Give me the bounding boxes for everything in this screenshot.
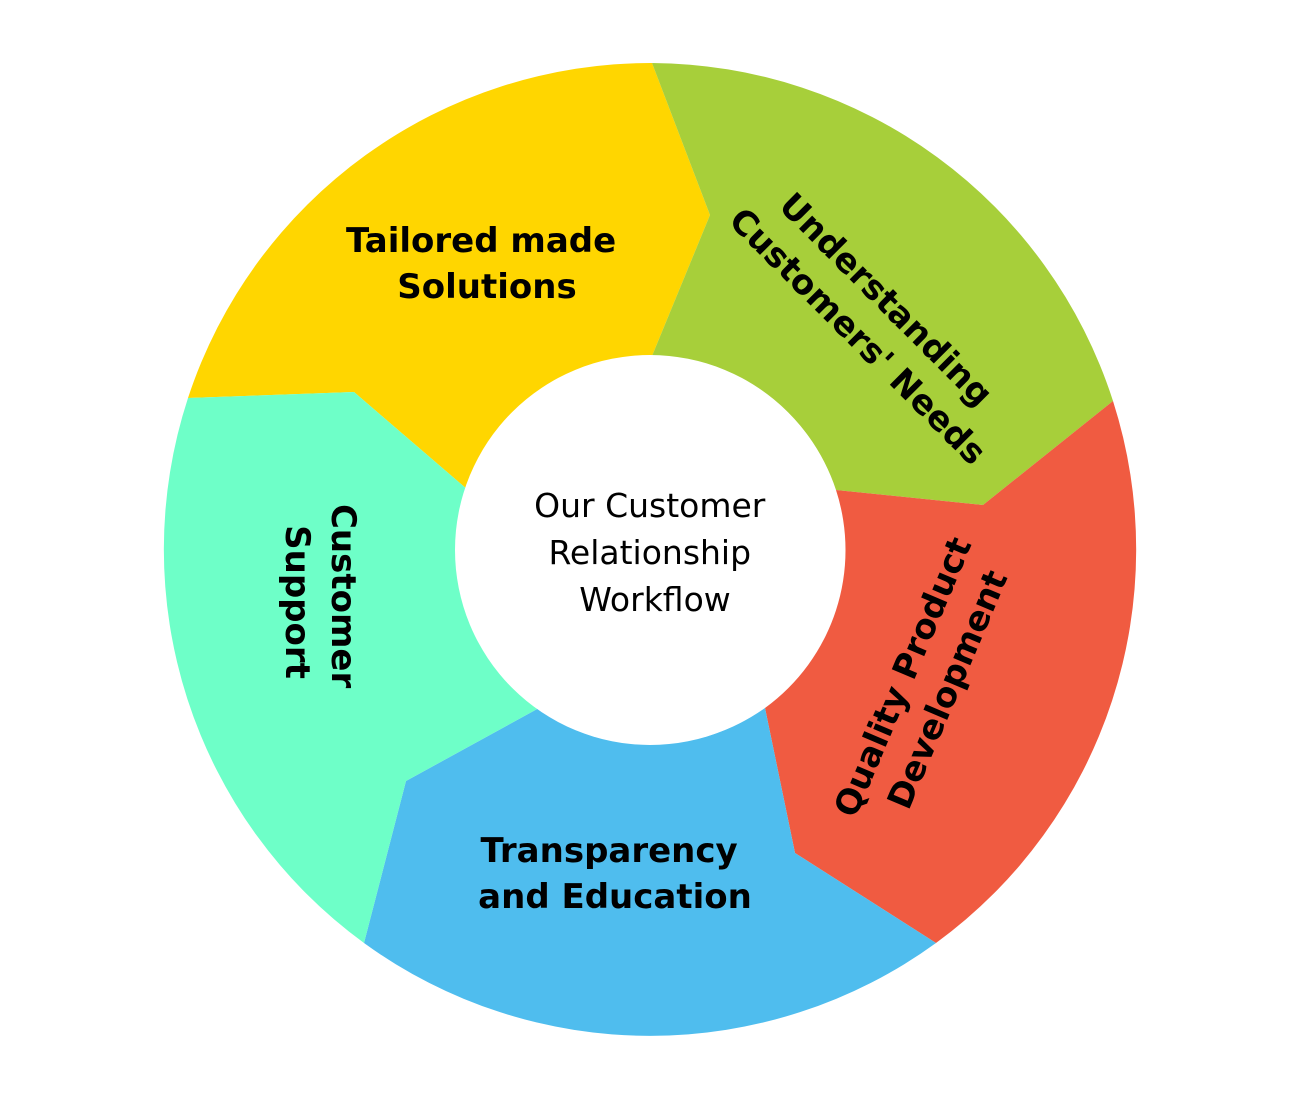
center-hub xyxy=(455,355,845,745)
segment-tailored-label: Tailored made Solutions xyxy=(346,221,628,307)
segment-support-label: Customer Support xyxy=(277,504,363,700)
segment-transparency-label: Transparency and Education xyxy=(478,831,752,917)
center-title: Our Customer Relationship Workflow xyxy=(534,486,776,619)
segment-support-shape xyxy=(163,392,539,943)
segment-quality-shape xyxy=(765,401,1137,943)
segment-transparency-shape xyxy=(364,708,936,1036)
segment-tailored-shape xyxy=(188,62,710,490)
